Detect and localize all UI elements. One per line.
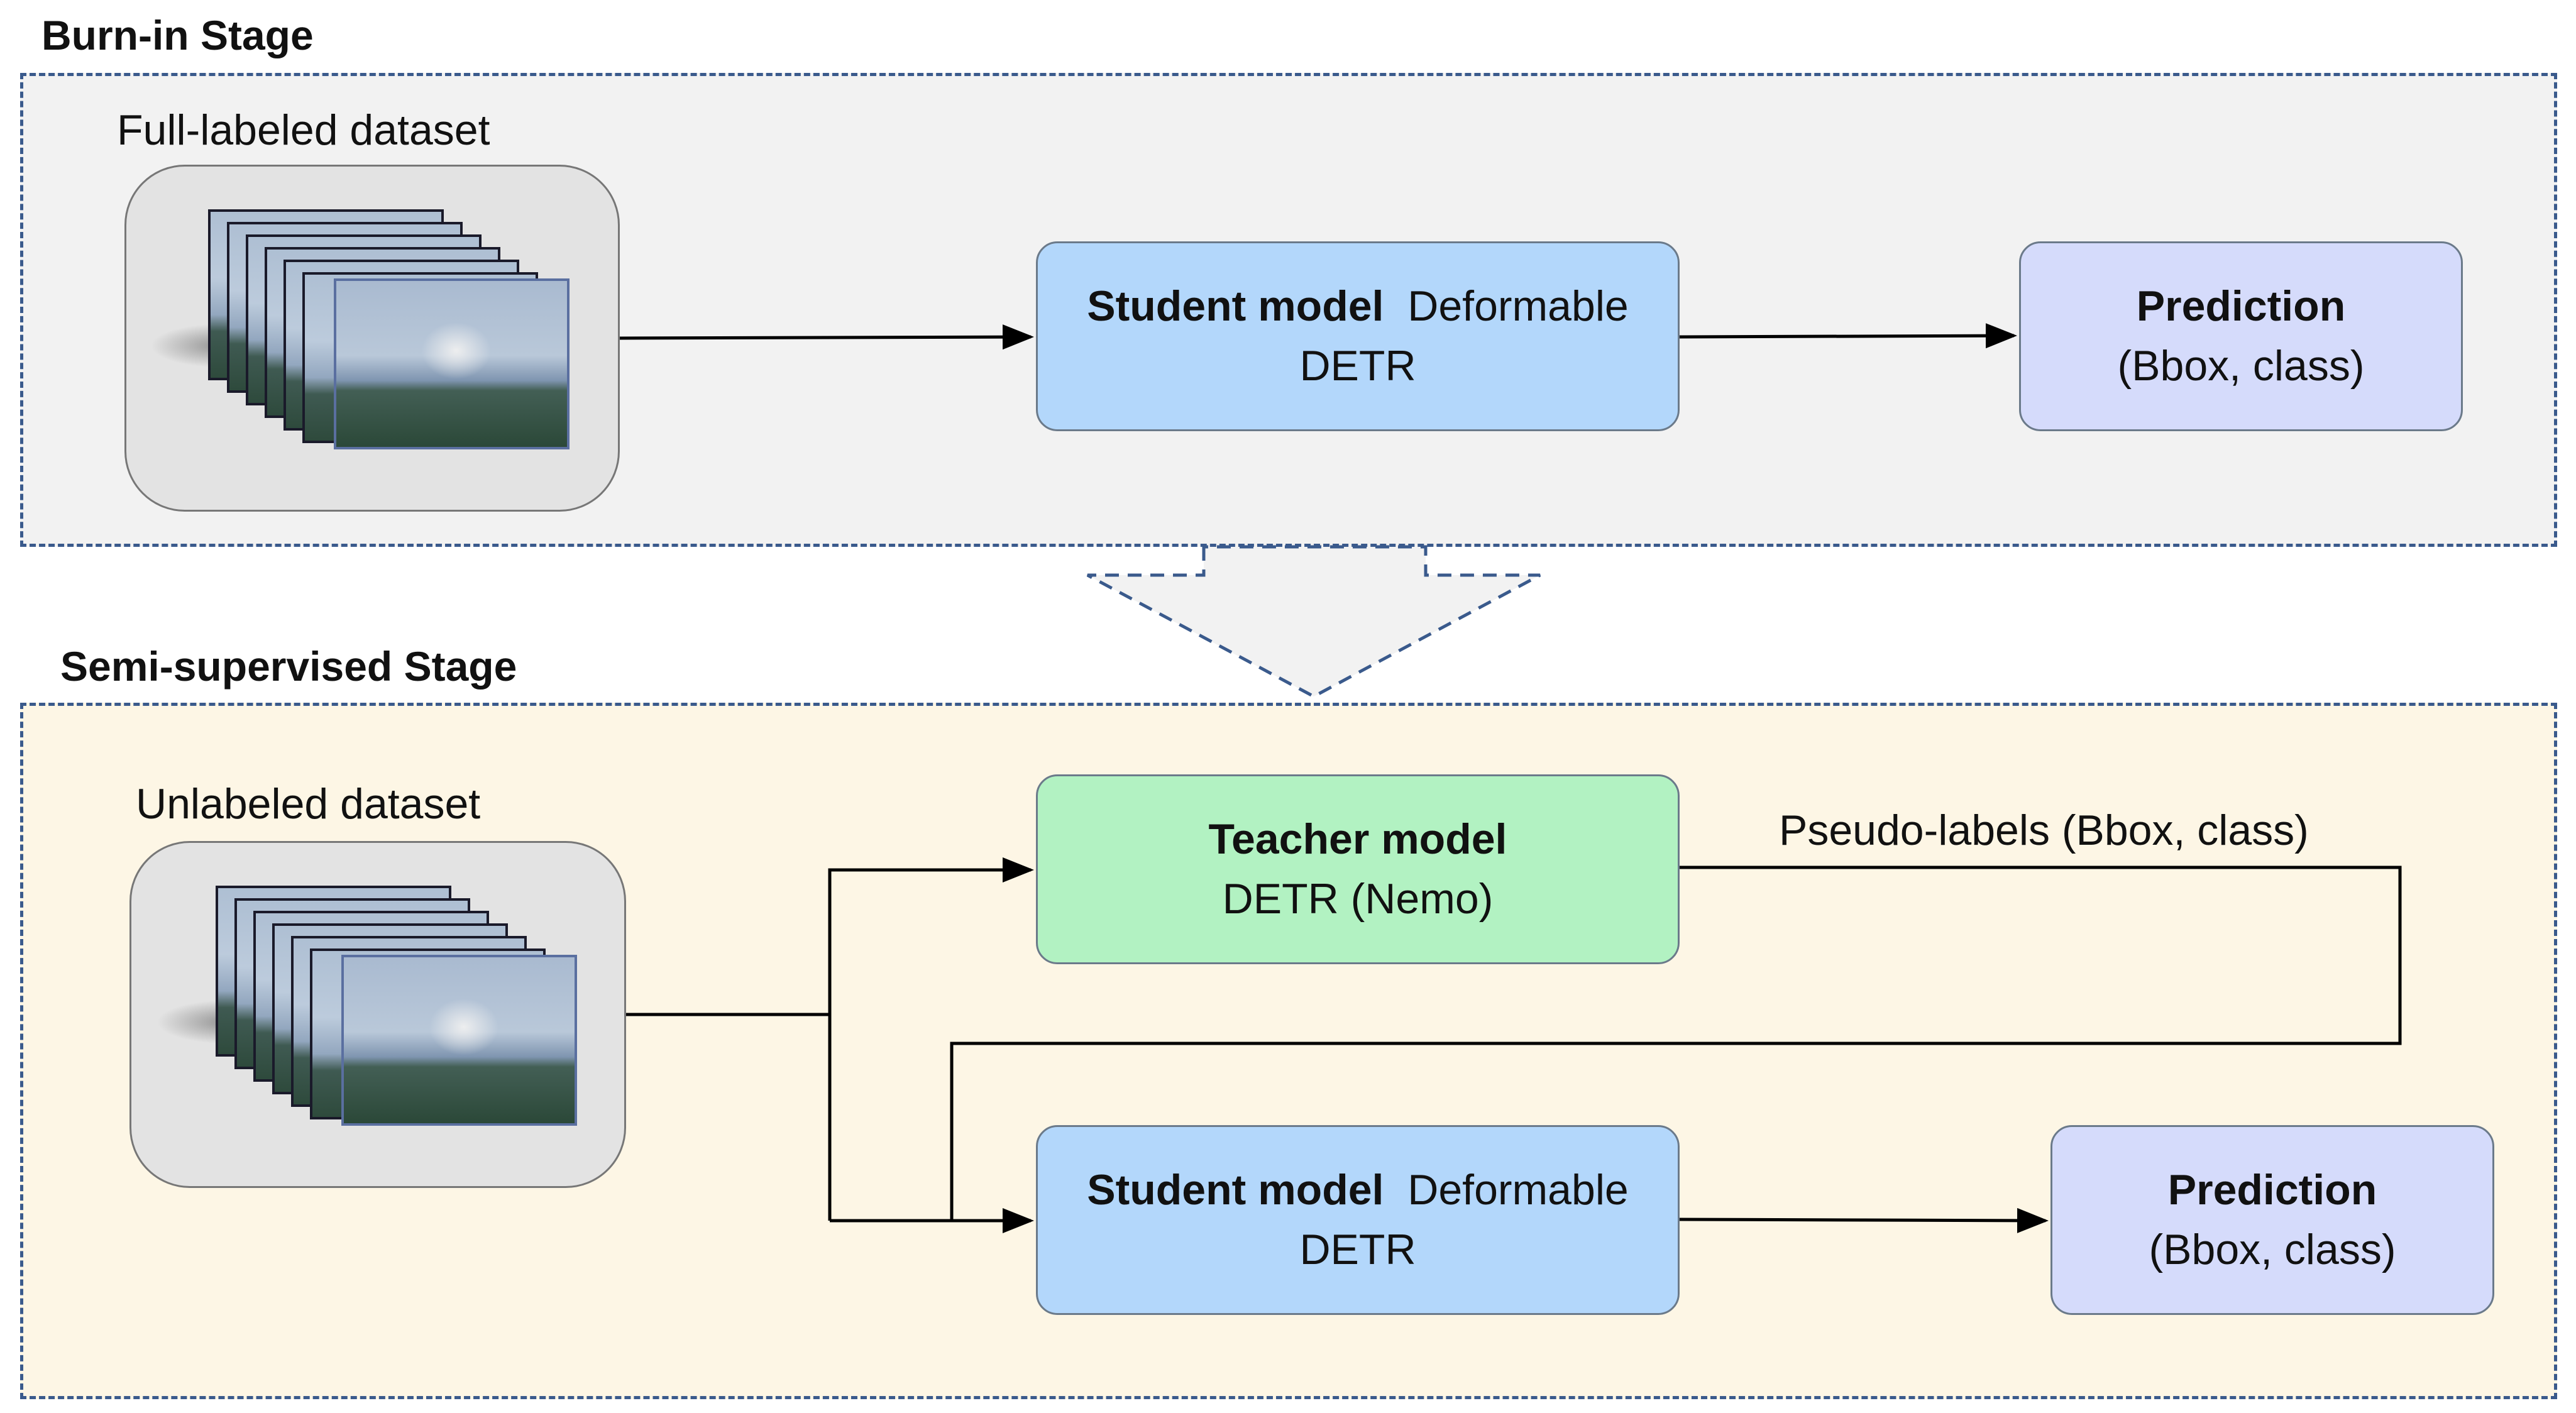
- burn-in-student-model-node: Student model Deformable DETR: [1036, 241, 1680, 431]
- student-model-arch-line2: DETR: [1299, 342, 1416, 390]
- teacher-model-node: Teacher model DETR (Nemo): [1036, 774, 1680, 964]
- student-model-arch: Deformable: [1407, 1165, 1629, 1214]
- dataset-to-student-arrow: [619, 324, 1034, 350]
- burn-in-stage-title: Burn-in Stage: [41, 12, 314, 58]
- student-model-arch-line2: DETR: [1299, 1226, 1416, 1273]
- student-model-name: Student model: [1087, 1165, 1384, 1214]
- prediction-title: Prediction: [2167, 1165, 2377, 1214]
- teacher-model-name: Teacher model: [1208, 815, 1507, 863]
- teacher-model-arch: DETR (Nemo): [1222, 875, 1494, 923]
- full-labeled-dataset-stack: [124, 165, 620, 512]
- prediction-detail: (Bbox, class): [2117, 342, 2365, 390]
- dataset-image-frame: [334, 278, 570, 449]
- full-labeled-dataset-label: Full-labeled dataset: [117, 106, 490, 154]
- pseudo-labels-path: [950, 866, 2402, 1221]
- dataset-image-frame: [341, 955, 577, 1126]
- student-model-arch: Deformable: [1407, 282, 1629, 330]
- unlabeled-dataset-stack: [129, 841, 626, 1188]
- semi-student-model-node: Student model Deformable DETR: [1036, 1125, 1680, 1315]
- prediction-detail: (Bbox, class): [2149, 1226, 2396, 1273]
- prediction-title: Prediction: [2136, 282, 2346, 330]
- dataset-to-teacher-arrow: [828, 857, 1034, 1221]
- student-model-name: Student model: [1087, 282, 1384, 330]
- semi-supervised-stage-title: Semi-supervised Stage: [60, 643, 517, 690]
- student-to-prediction-arrow: [1679, 1207, 2049, 1233]
- semi-prediction-node: Prediction (Bbox, class): [2050, 1125, 2494, 1315]
- burn-in-prediction-node: Prediction (Bbox, class): [2019, 241, 2463, 431]
- student-to-prediction-arrow: [1679, 323, 2017, 349]
- pseudo-labels-label: Pseudo-labels (Bbox, class): [1779, 806, 2309, 854]
- unlabeled-dataset-label: Unlabeled dataset: [136, 780, 481, 828]
